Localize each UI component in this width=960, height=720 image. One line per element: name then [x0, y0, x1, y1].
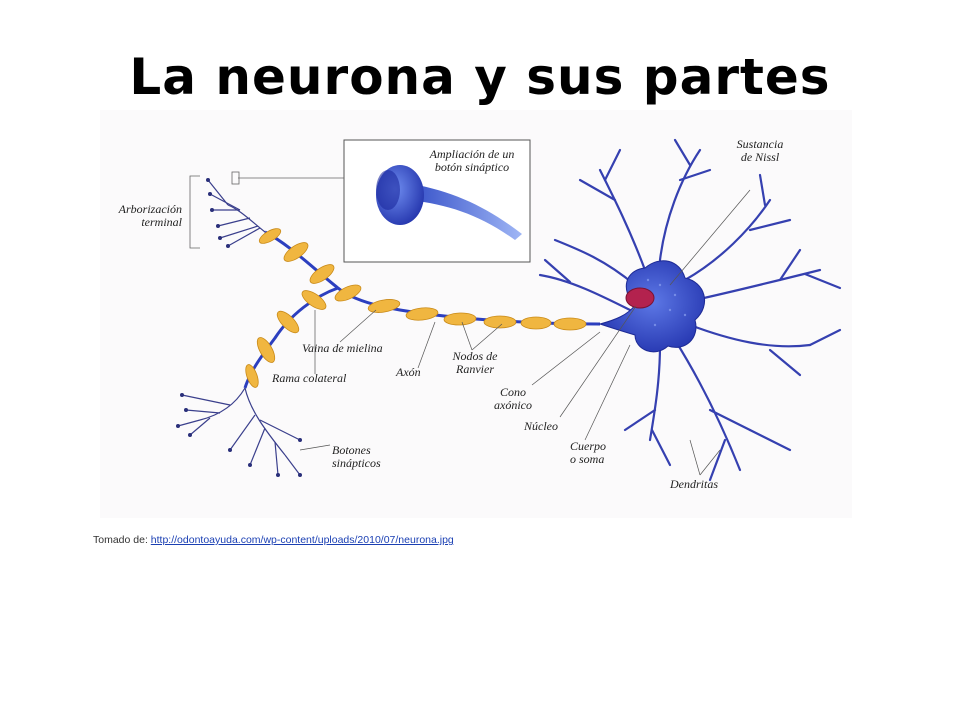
dendrites	[538, 138, 842, 482]
label-cuerpo-soma: Cuerpo o soma	[570, 439, 606, 466]
bouton-inset	[231, 139, 531, 263]
label-sustancia-nissl: Sustancia de Nissl	[736, 137, 784, 164]
neuron-illustration	[176, 138, 842, 482]
label-arborizacion-terminal: Arborización terminal	[118, 202, 182, 229]
source-link[interactable]: http://odontoayuda.com/wp-content/upload…	[150, 534, 454, 546]
label-axon: Axón	[396, 365, 421, 379]
label-rama-colateral: Rama colateral	[272, 371, 347, 385]
myelin-sheath	[245, 228, 587, 388]
label-botones-sinapticos: Botones sinápticos	[332, 443, 381, 470]
soma	[598, 260, 705, 353]
collateral-branches	[177, 387, 301, 476]
terminal-arborization	[207, 179, 266, 247]
leader-lines	[299, 189, 751, 476]
terminal-boutons	[206, 178, 230, 248]
neuron-diagram: Arborización terminal Ampliación de un b…	[100, 110, 852, 518]
terminal-bracket	[189, 175, 200, 249]
label-cono-axonico: Cono axónico	[494, 385, 532, 412]
label-dendritas: Dendritas	[670, 477, 718, 491]
label-nucleo: Núcleo	[524, 419, 558, 433]
synaptic-boutons	[176, 393, 302, 477]
nucleus	[625, 287, 655, 309]
label-ampliacion-boton: Ampliación de un botón sináptico	[429, 147, 515, 174]
source-credit: Tomado de: http://odontoayuda.com/wp-con…	[93, 534, 454, 546]
source-prefix: Tomado de:	[93, 534, 151, 546]
label-nodos-ranvier: Nodos de Ranvier	[452, 349, 498, 376]
label-vaina-mielina: Vaina de mielina	[302, 341, 383, 355]
slide-title: La neurona y sus partes	[129, 48, 831, 106]
